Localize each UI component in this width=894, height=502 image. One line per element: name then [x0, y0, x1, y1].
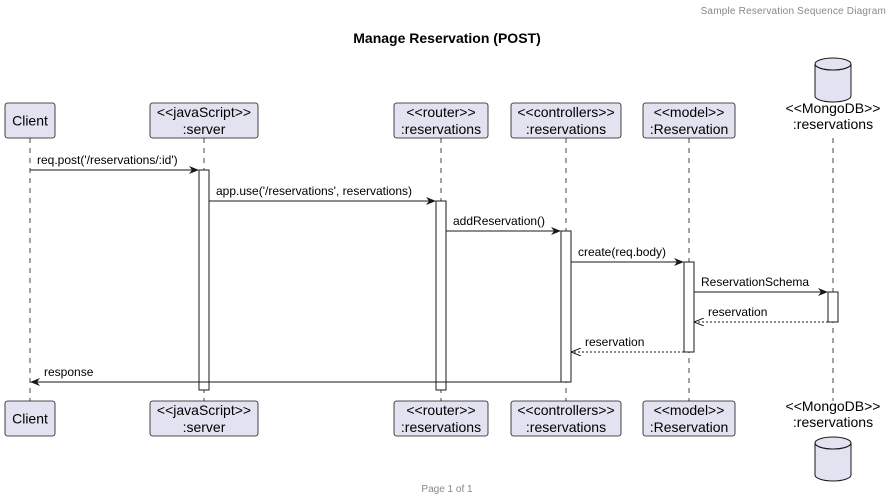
participant-label: :reservations: [526, 419, 606, 435]
participant-label: <<javaScript>>: [157, 104, 251, 120]
participant-label: <<MongoDB>>: [786, 398, 881, 414]
message-label: ReservationSchema: [701, 275, 809, 289]
diagram-title: Manage Reservation (POST): [353, 30, 541, 46]
header-note: Sample Reservation Sequence Diagram: [700, 6, 886, 17]
message-5: ReservationSchema: [694, 275, 828, 296]
activation-bar-model: [683, 261, 695, 353]
participant-label: <<controllers>>: [517, 402, 614, 418]
participant-label: :reservations: [793, 414, 873, 430]
participant-box: [393, 102, 489, 139]
participant-label: :reservations: [793, 116, 873, 132]
database-icon: [814, 436, 852, 482]
message-4: create(req.body): [571, 245, 684, 266]
message-label: addReservation(): [453, 214, 545, 228]
database-icon: [814, 57, 852, 103]
participant-db-bottom: <<MongoDB>>:reservations: [786, 398, 881, 482]
message-6: reservation: [695, 305, 828, 322]
message-label: response: [44, 365, 94, 379]
participant-label: <<controllers>>: [517, 104, 614, 120]
participant-box: [510, 400, 622, 437]
participant-box: [642, 102, 736, 139]
participant-label: <<MongoDB>>: [786, 100, 881, 116]
participant-label: <<router>>: [406, 402, 475, 418]
participant-box: [393, 400, 489, 437]
participant-label: Client: [12, 411, 48, 427]
participant-box: [149, 400, 259, 437]
message-label: req.post('/reservations/:id'): [37, 153, 178, 167]
participant-model-bottom: <<model>>:Reservation: [642, 400, 736, 437]
activation-bar-router: [435, 200, 447, 391]
message-2: app.use('/reservations', reservations): [209, 184, 436, 205]
participant-box: [4, 102, 56, 139]
message-3: addReservation(): [446, 214, 561, 235]
message-8: response: [30, 365, 561, 386]
participant-box: [510, 102, 622, 139]
participant-server-bottom: <<javaScript>>:server: [149, 400, 259, 437]
message-label: reservation: [585, 335, 644, 349]
participant-label: :reservations: [526, 121, 606, 137]
activation-bar-controllers: [560, 230, 572, 383]
participant-label: <<javaScript>>: [157, 402, 251, 418]
message-label: reservation: [708, 305, 767, 319]
participant-router-top: <<router>>:reservations: [393, 102, 489, 139]
participant-controllers-top: <<controllers>>:reservations: [510, 102, 622, 139]
participant-box: [642, 400, 736, 437]
participant-controllers-bottom: <<controllers>>:reservations: [510, 400, 622, 437]
participant-label: <<model>>: [654, 104, 725, 120]
activation-bar-server: [198, 169, 210, 391]
participant-label: <<model>>: [654, 402, 725, 418]
message-label: create(req.body): [578, 245, 666, 259]
participant-server-top: <<javaScript>>:server: [149, 102, 259, 139]
message-1: req.post('/reservations/:id'): [30, 153, 199, 174]
participant-box: [4, 400, 56, 437]
participant-label: Client: [12, 113, 48, 129]
page-footer: Page 1 of 1: [421, 484, 473, 495]
activation-bar-db: [827, 291, 839, 323]
participant-label: :reservations: [401, 419, 481, 435]
message-label: app.use('/reservations', reservations): [216, 184, 412, 198]
participant-client-top: Client: [4, 102, 56, 139]
participant-label: :reservations: [401, 121, 481, 137]
message-7: reservation: [572, 335, 684, 352]
participant-label: <<router>>: [406, 104, 475, 120]
participant-label: :server: [183, 419, 226, 435]
participant-box: [149, 102, 259, 139]
participant-client-bottom: Client: [4, 400, 56, 437]
participant-model-top: <<model>>:Reservation: [642, 102, 736, 139]
participant-db-top: <<MongoDB>>:reservations: [786, 57, 881, 132]
participant-router-bottom: <<router>>:reservations: [393, 400, 489, 437]
participant-label: :server: [183, 121, 226, 137]
participant-label: :Reservation: [650, 121, 729, 137]
participant-label: :Reservation: [650, 419, 729, 435]
